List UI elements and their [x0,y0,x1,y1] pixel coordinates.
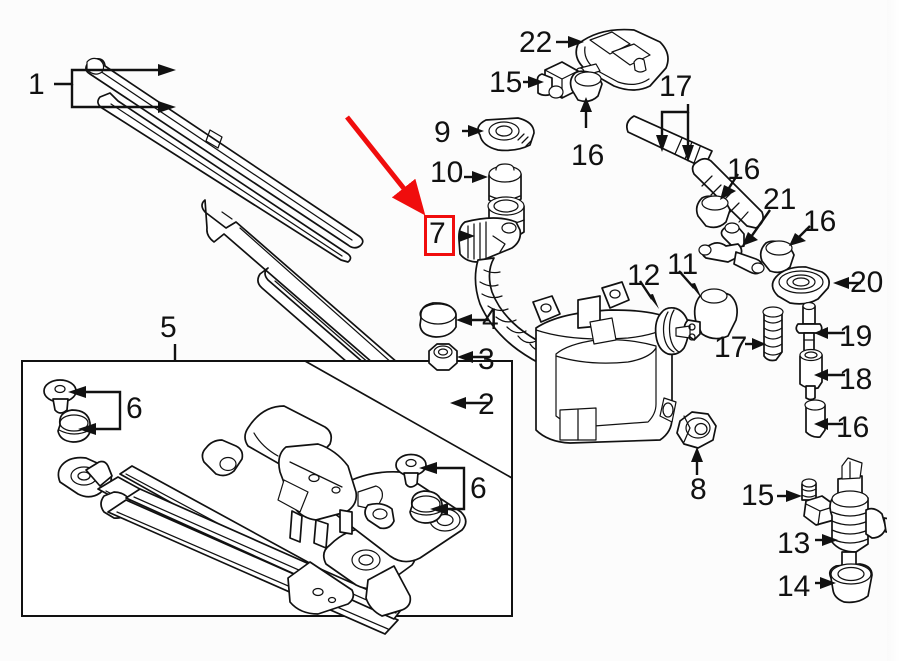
callout-number-6-right: 6 [470,472,487,505]
linkage-stud-left [43,379,77,414]
callout-number-5: 5 [160,311,177,344]
callout-number-16-a: 16 [571,139,605,172]
callout-7-leader [459,230,475,242]
callout-number-16-d: 16 [836,411,870,444]
callout-16b-leader [720,173,740,200]
highlight-box-part-7 [424,215,455,256]
hose-tee-part21 [698,222,765,275]
pump-seal-part12 [654,306,690,356]
callout-number-16-c: 16 [803,205,837,238]
callout-4-leader [456,314,489,326]
callout-18-leader [814,369,845,381]
callout-number-1: 1 [28,68,45,101]
washer-pump-part11 [675,288,738,341]
callout-number-20: 20 [850,266,884,299]
callout-21-leader [742,209,771,246]
callout-22-leader [556,36,584,48]
callout-16d-leader [814,418,843,430]
callout-17-lower-leader [745,338,766,350]
callout-number-15-lower: 15 [741,479,775,512]
wiper-blade-lower [97,92,352,263]
nozzle-stud-part19 [795,301,823,353]
callout-2-leader [450,397,489,409]
callout-1-leader [54,64,176,113]
nozzle-body-part18 [799,348,823,401]
callout-14-leader [815,577,836,589]
washer-hose-upper-a [626,115,713,169]
connector-part15-upper [536,61,579,99]
callout-20-leader [833,277,861,289]
reservoir-cap-part9 [477,117,535,152]
callout-number-21: 21 [763,183,797,216]
callout-number-2: 2 [478,388,495,421]
callout-number-13: 13 [777,527,811,560]
callout-3-leader [457,351,490,363]
washer-reservoir-tank [532,281,677,444]
callout-19-leader [814,327,845,339]
linkage-stud-right [395,453,427,488]
callout-11-leader [678,270,702,299]
pump-grommet-part14 [828,563,873,604]
callout-number-15-upper: 15 [489,66,523,99]
hose-connector-part16-b [695,195,731,229]
callout-number-17-lower: 17 [714,331,748,364]
hose-connector-part16-a [569,70,603,103]
callout-13-leader [815,534,838,546]
callout-number-9: 9 [434,116,451,149]
nozzle-grommet-part20 [771,266,830,305]
callout-6-left-leader [68,386,122,435]
callout-6-right-leader [419,462,466,515]
wiper-nut-cap-part4 [419,302,457,338]
callout-number-12: 12 [627,259,661,292]
reservoir-nut-part8 [676,411,717,449]
callout-16c-leader [789,225,811,246]
callout-15-lower-leader [777,490,802,502]
callout-17-upper-leader [656,104,694,162]
callout-number-19: 19 [839,320,873,353]
callout-number-18: 18 [839,363,873,396]
callout-number-16-b: 16 [727,153,761,186]
callout-12-leader [639,280,659,309]
right-edge-fade [887,0,909,661]
callout-8-leader [691,447,703,475]
callout-16a-leader [580,97,592,128]
callout-number-6-left: 6 [126,392,143,425]
callout-9-leader [462,125,484,137]
callout-15-upper-leader [523,76,544,88]
callout-number-14: 14 [777,570,811,603]
callout-number-7: 7 [429,217,446,250]
callout-number-10: 10 [430,156,464,189]
callout-number-22: 22 [519,26,553,59]
washer-hose-part17-lower [762,306,784,362]
callout-number-4: 4 [482,303,499,336]
connector-part15-lower [801,478,837,526]
callout-10-leader [464,171,488,183]
callout-number-3: 3 [478,343,495,376]
callout-number-8: 8 [690,473,707,506]
hose-connector-part16-c [759,240,795,274]
wiper-nut-part3 [428,343,458,371]
callout-number-17-upper: 17 [659,70,693,103]
callout-number-11: 11 [667,248,699,281]
hose-connector-part16-d [804,399,826,438]
